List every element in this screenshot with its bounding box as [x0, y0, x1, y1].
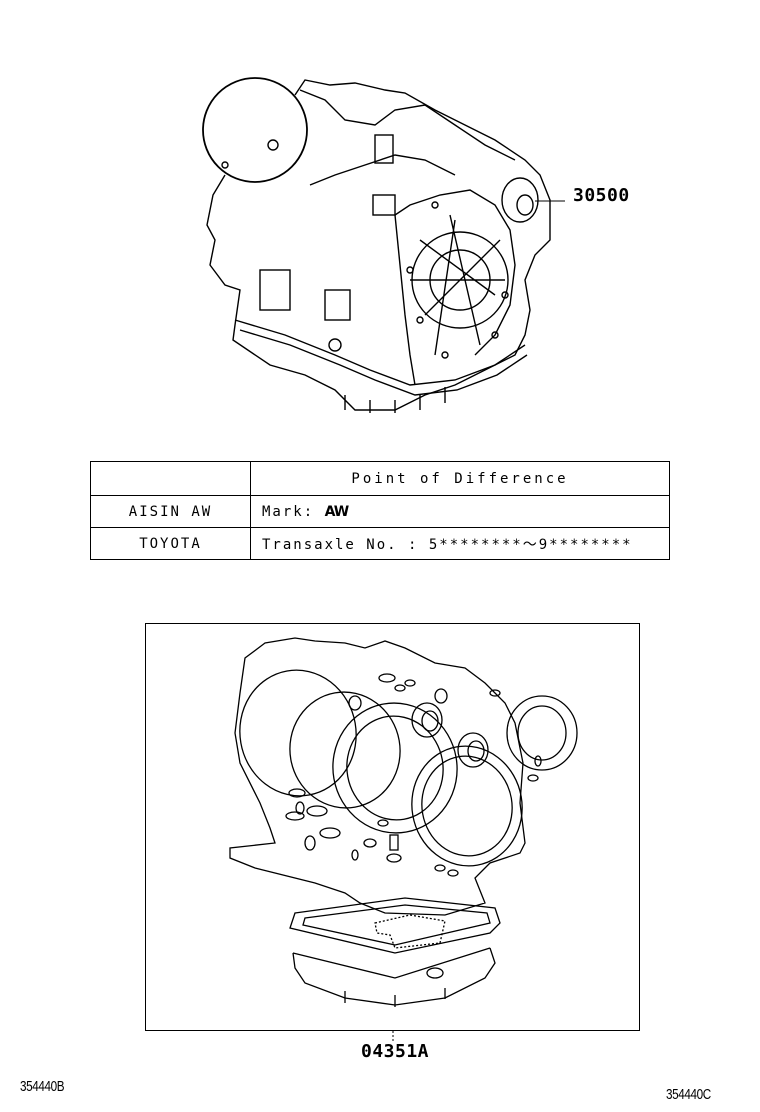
transaxle-assembly-drawing: [202, 77, 565, 413]
transaxle-no-range: 5********～9********: [428, 536, 633, 553]
difference-table: Point of Difference AISIN AW Mark: AW TO…: [90, 461, 670, 560]
table-header-row: Point of Difference: [90, 461, 670, 496]
maker-cell: TOYOTA: [90, 527, 251, 560]
mark-label: Mark:: [262, 503, 315, 520]
gasket-kit-part-number: 04351A: [361, 1041, 430, 1062]
illustration-ref-left: 354440B: [20, 1078, 65, 1095]
table-row: TOYOTA Transaxle No. : 5********～9******…: [90, 527, 670, 560]
difference-cell: Mark: AW: [250, 495, 670, 528]
aw-logo-mark: AW: [324, 503, 350, 520]
gasket-kit-frame: [145, 623, 640, 1031]
gasket-kit-drawing: [229, 637, 578, 1043]
header-point-of-difference: Point of Difference: [250, 461, 670, 496]
table-row: AISIN AW Mark: AW: [90, 495, 670, 528]
illustration-ref-right: 354440C: [666, 1086, 711, 1103]
difference-cell: Transaxle No. : 5********～9********: [250, 527, 670, 560]
header-blank-cell: [90, 461, 251, 496]
transaxle-no-label: Transaxle No. :: [262, 536, 419, 553]
maker-cell: AISIN AW: [90, 495, 251, 528]
assembly-part-number: 30500: [573, 185, 630, 206]
